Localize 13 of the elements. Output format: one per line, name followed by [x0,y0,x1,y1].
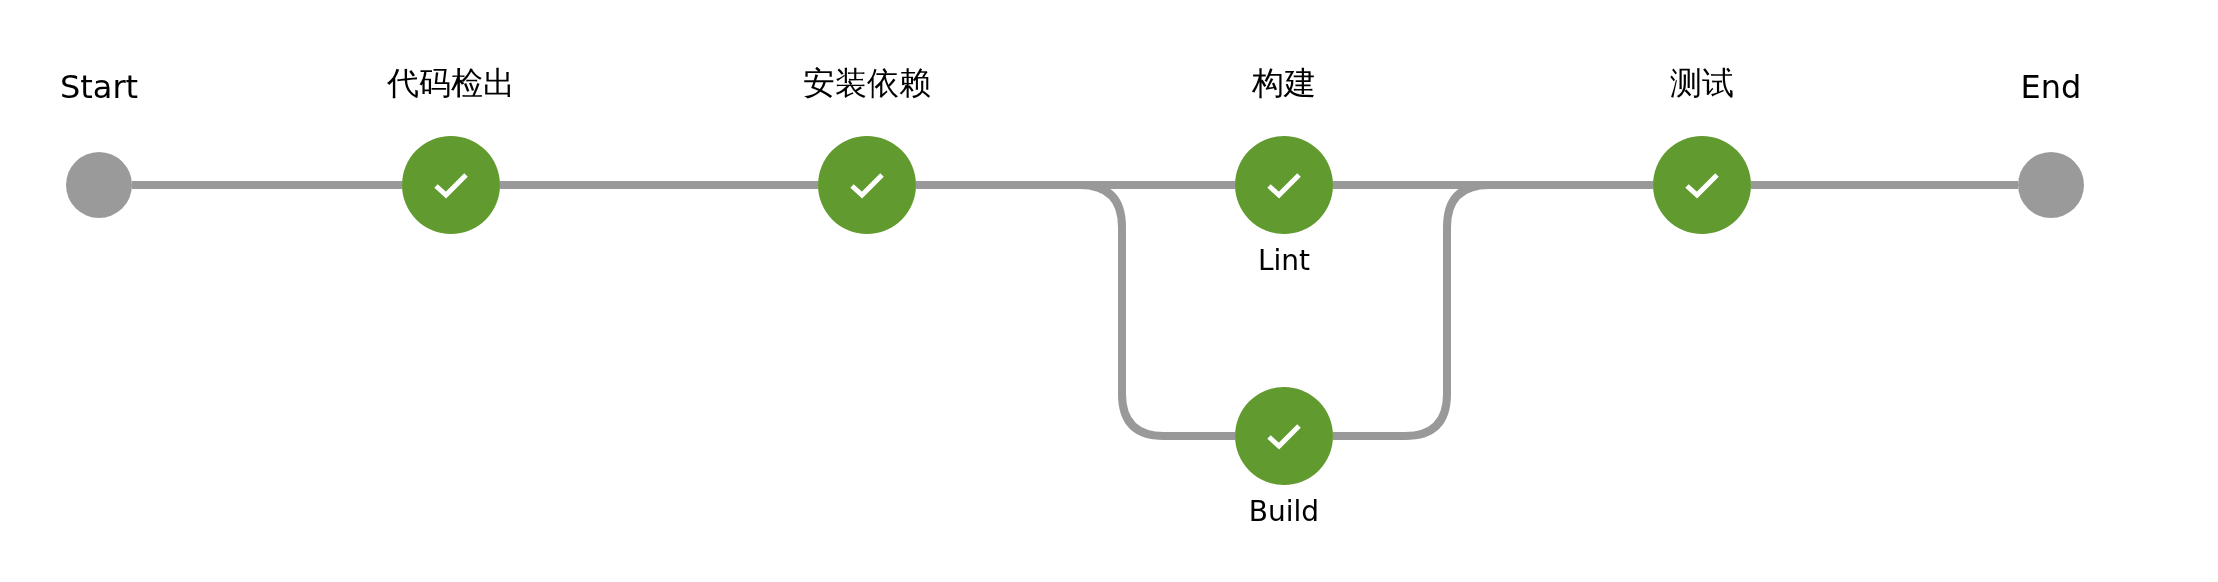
branch-name: Build [1248,495,1320,528]
connector-line [1751,181,2018,189]
stage-name: 代码检出 [387,63,515,104]
stage-name: 安装依赖 [803,63,931,104]
connector-line [916,181,1235,440]
branch-name: Lint [1257,244,1311,277]
stage-name: 测试 [1670,63,1734,104]
connector-line [1333,181,1653,440]
connector-line [132,181,402,189]
stage-name: 构建 [1252,63,1316,104]
stage-name: Start [59,68,139,106]
stage-name: End [2020,68,2082,106]
connector-line [500,181,818,189]
